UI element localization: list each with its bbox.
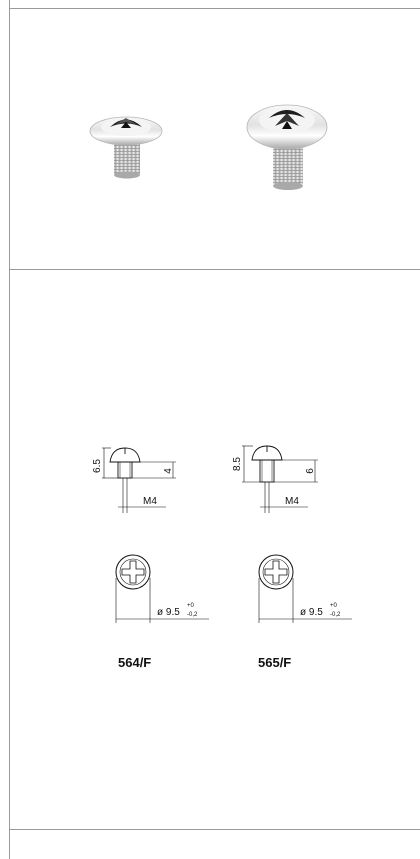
- tolerance-upper: +0: [330, 603, 338, 609]
- diameter-label: ø 9.5: [300, 607, 323, 618]
- tolerance-lower: -0,2: [187, 612, 198, 618]
- head-height-label: 8.5: [232, 457, 243, 471]
- tolerance-lower: -0,2: [330, 612, 341, 618]
- shank-length-label: 4: [163, 468, 174, 474]
- screw-565-photo: [246, 104, 328, 190]
- screw-564-side-drawing: 6.5 4 M4: [92, 447, 176, 513]
- product-code: 564/F: [118, 655, 152, 670]
- section-divider: [9, 269, 420, 270]
- screw-564-top-drawing: ø 9.5 +0 -0,2: [115, 554, 209, 623]
- product-code: 565/F: [258, 655, 292, 670]
- bottom-divider: [9, 829, 420, 830]
- tolerance-upper: +0: [187, 603, 195, 609]
- screw-565-top-drawing: ø 9.5 +0 -0,2: [258, 554, 352, 623]
- thread-label: M4: [143, 496, 157, 507]
- thread-label: M4: [285, 496, 299, 507]
- head-height-label: 6.5: [92, 459, 103, 473]
- screw-564-photo: [89, 116, 163, 179]
- diameter-label: ø 9.5: [157, 607, 180, 618]
- screw-565-side-drawing: 8.5 6 M4: [232, 445, 318, 513]
- shank-length-label: 6: [305, 468, 316, 474]
- datasheet-frame: [9, 0, 420, 859]
- top-border: [9, 8, 420, 9]
